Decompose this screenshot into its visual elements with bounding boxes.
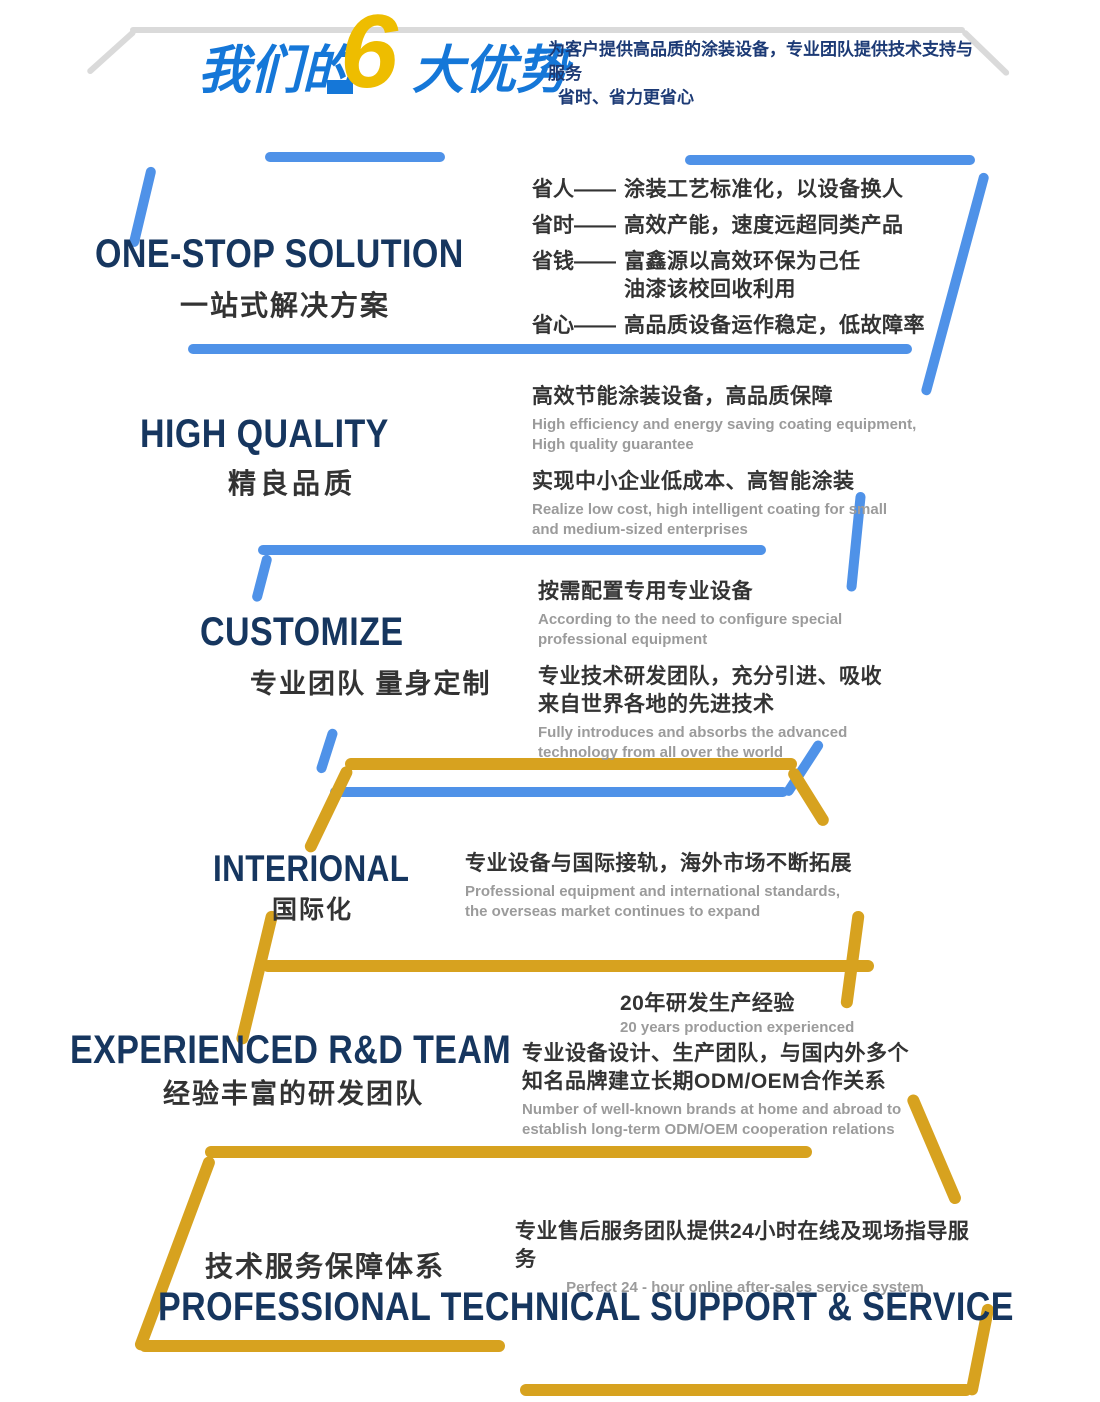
point: 高效节能涂装设备，高品质保障 High efficiency and energ… [532,383,952,455]
accent-line-blue [330,787,788,797]
point-en: High efficiency and energy saving coatin… [532,416,917,453]
point-zh: 专业技术研发团队，充分引进、吸收 来自世界各地的先进技术 [538,665,882,716]
item-label: 省时—— [532,214,616,237]
section-rd-team-title-en: EXPERIENCED R&D TEAM [70,1028,512,1072]
point-en: 20 years production experienced [620,1019,855,1036]
item-text: 高效产能，速度远超同类产品 [624,214,904,237]
point: 实现中小企业低成本、高智能涂装 Realize low cost, high i… [532,468,952,540]
accent-line-blue [251,553,273,603]
item-label: 省钱—— [532,250,616,273]
section-interional-title-en: INTERIONAL [213,848,410,889]
accent-line-gold [345,758,797,770]
point: 按需配置专用专业设备 According to the need to conf… [538,578,958,650]
section-rd-team-point-1: 20年研发生产经验 20 years production experience… [620,990,940,1038]
accent-line-blue [315,727,339,775]
accent-line-gold [139,1340,505,1352]
number-accent-block [327,80,353,94]
point: 专业设备与国际接轨，海外市场不断拓展 Professional equipmen… [465,850,895,922]
list-item: 省时—— 高效产能，速度远超同类产品 [532,212,952,240]
header-title-right: 大优势 [412,42,569,100]
section-high-quality-title-en: HIGH QUALITY [140,412,389,456]
item-label: 省人—— [532,178,616,201]
list-item: 省心—— 高品质设备运作稳定，低故障率 [532,312,952,340]
item-text: 高品质设备运作稳定，低故障率 [624,314,925,337]
point-zh: 20年研发生产经验 [620,992,795,1015]
section-rd-team-point-2: 专业设备设计、生产团队，与国内外多个 知名品牌建立长期ODM/OEM合作关系 N… [522,1040,942,1140]
section-customize-points: 按需配置专用专业设备 According to the need to conf… [538,578,958,776]
point-zh: 按需配置专用专业设备 [538,580,753,603]
accent-line-blue [685,155,975,165]
point-zh: 专业售后服务团队提供24小时在线及现场指导服务 [515,1220,970,1271]
section-support-title-en: PROFESSIONAL TECHNICAL SUPPORT & SERVICE [158,1285,1014,1329]
section-customize-title-zh: 专业团队 量身定制 [250,669,492,699]
item-text: 富鑫源以高效环保为己任 油漆该校回收利用 [624,250,861,301]
point: 专业技术研发团队，充分引进、吸收 来自世界各地的先进技术 Fully intro… [538,663,958,763]
point-zh: 高效节能涂装设备，高品质保障 [532,385,833,408]
section-one-stop-title-en: ONE-STOP SOLUTION [95,232,464,276]
point-en: Professional equipment and international… [465,883,841,920]
section-customize-title-en: CUSTOMIZE [200,610,404,654]
header-subtitle-line2: 省时、省力更省心 [558,88,694,107]
point-zh: 专业设备设计、生产团队，与国内外多个 知名品牌建立长期ODM/OEM合作关系 [522,1042,909,1093]
point-en: Perfect 24 - hour online after-sales ser… [566,1279,924,1296]
point-en: Number of well-known brands at home and … [522,1101,902,1138]
banner-edge-top [130,27,965,33]
accent-line-gold [262,960,874,972]
section-one-stop-points: 省人—— 涂装工艺标准化，以设备换人 省时—— 高效产能，速度远超同类产品 省钱… [532,176,952,348]
list-item: 省钱—— 富鑫源以高效环保为己任 油漆该校回收利用 [532,248,952,304]
point-en: Realize low cost, high intelligent coati… [532,501,888,538]
accent-line-blue [265,152,445,162]
accent-line-blue [258,545,766,555]
section-interional-points: 专业设备与国际接轨，海外市场不断拓展 Professional equipmen… [465,850,895,935]
item-label: 省心—— [532,314,616,337]
section-high-quality-title-zh: 精良品质 [228,468,357,499]
section-support-points: 专业售后服务团队提供24小时在线及现场指导服务 Perfect 24 - hou… [515,1218,975,1298]
section-support-title-zh: 技术服务保障体系 [205,1251,446,1282]
accent-line-blue [188,344,912,354]
accent-line-gold [235,909,279,1046]
accent-line-gold [302,764,355,855]
header-subtitle-line1: 为客户提供高品质的涂装设备，专业团队提供技术支持与服务 [548,40,973,83]
section-interional-title-zh: 国际化 [272,896,354,924]
section-high-quality-points: 高效节能涂装设备，高品质保障 High efficiency and energ… [532,383,952,553]
accent-line-gold [205,1146,812,1158]
section-rd-team-title-zh: 经验丰富的研发团队 [163,1079,424,1109]
header-subtitle: 为客户提供高品质的涂装设备，专业团队提供技术支持与服务 省时、省力更省心 [548,38,978,110]
item-text: 涂装工艺标准化，以设备换人 [624,178,904,201]
banner-edge-left [85,28,137,76]
list-item: 省人—— 涂装工艺标准化，以设备换人 [532,176,952,204]
point-zh: 专业设备与国际接轨，海外市场不断拓展 [465,852,852,875]
point-en: Fully introduces and absorbs the advance… [538,724,848,761]
point-zh: 实现中小企业低成本、高智能涂装 [532,470,855,493]
accent-line-gold [520,1384,972,1396]
point-en: According to the need to configure speci… [538,611,843,648]
header-big-number: 6 [340,0,398,110]
section-one-stop-title-zh: 一站式解决方案 [180,290,391,321]
